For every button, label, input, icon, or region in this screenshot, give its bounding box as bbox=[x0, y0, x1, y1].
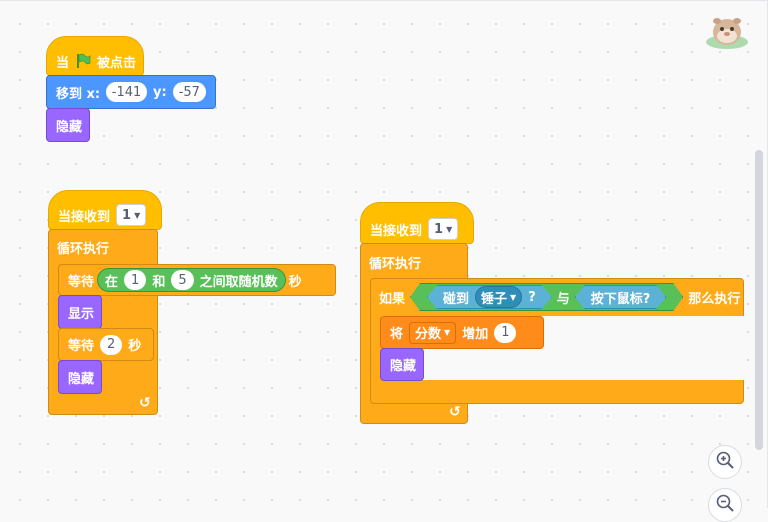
message2-value: 1 bbox=[434, 221, 444, 237]
goto-label: 移到 x: bbox=[56, 86, 101, 102]
random-to-input[interactable]: 5 bbox=[171, 270, 194, 290]
chevron-down-icon: ▼ bbox=[510, 292, 517, 302]
wait-label: 等待 bbox=[68, 274, 95, 290]
if-label: 如果 bbox=[379, 291, 406, 307]
change-variable-block[interactable]: 将 分数▼ 增加 1 bbox=[380, 316, 544, 349]
wait-random-block[interactable]: 等待 在 1 和 5 之间取随机数 秒 bbox=[58, 264, 336, 296]
message-dropdown-2[interactable]: 1▼ bbox=[428, 218, 459, 240]
hide2-label: 隐藏 bbox=[68, 371, 95, 387]
wait2-unit-label: 秒 bbox=[128, 339, 142, 354]
zoom-out-button[interactable] bbox=[708, 488, 742, 522]
change-value-input[interactable]: 1 bbox=[494, 322, 517, 343]
wait-unit-label: 秒 bbox=[288, 274, 302, 290]
green-flag-icon bbox=[75, 53, 91, 69]
y-label: y: bbox=[152, 84, 167, 100]
go-to-xy-block[interactable]: 移到 x: -141 y: -57 bbox=[46, 75, 216, 109]
hide-block-3[interactable]: 隐藏 bbox=[380, 348, 424, 381]
when-receive-hat[interactable]: 当接收到 1▼ bbox=[48, 190, 162, 230]
then-label: 那么执行 bbox=[688, 291, 741, 307]
hat-prefix: 当 bbox=[56, 55, 70, 71]
forever-label: 循环执行 bbox=[57, 241, 110, 257]
random-between-label: 之间取随机数 bbox=[199, 274, 278, 290]
variable-dropdown[interactable]: 分数▼ bbox=[409, 321, 457, 344]
x-input[interactable]: -141 bbox=[106, 82, 147, 102]
receive2-label: 当接收到 bbox=[370, 223, 423, 239]
touching-target-dropdown[interactable]: 锤子▼ bbox=[475, 286, 522, 308]
wait-block[interactable]: 等待 2 秒 bbox=[58, 328, 154, 361]
chevron-down-icon: ▼ bbox=[134, 210, 141, 220]
message-value: 1 bbox=[122, 207, 132, 223]
change-label: 将 bbox=[390, 327, 404, 342]
when-flag-clicked-hat[interactable]: 当 被点击 bbox=[46, 36, 144, 76]
mouse-down-block[interactable]: 按下鼠标? bbox=[575, 285, 667, 309]
and-operator-block[interactable]: 碰到 锤子▼ ? 与 按下鼠标? bbox=[410, 283, 683, 311]
hat-suffix: 被点击 bbox=[97, 55, 137, 71]
zoom-in-icon bbox=[715, 450, 735, 474]
vertical-scrollbar[interactable] bbox=[755, 150, 763, 450]
and-label: 与 bbox=[556, 291, 570, 307]
forever2-label-row: 循环执行 bbox=[360, 247, 430, 277]
zoom-in-button[interactable] bbox=[708, 445, 742, 479]
touching-label: 碰到 bbox=[443, 291, 470, 307]
chevron-down-icon: ▼ bbox=[444, 328, 451, 337]
when-receive-hat-2[interactable]: 当接收到 1▼ bbox=[360, 202, 474, 244]
hide-block[interactable]: 隐藏 bbox=[46, 108, 90, 142]
message-dropdown[interactable]: 1▼ bbox=[116, 204, 147, 226]
touching-q: ? bbox=[528, 289, 536, 305]
sprite-avatar bbox=[704, 12, 750, 50]
hide-label: 隐藏 bbox=[56, 119, 83, 135]
mouse-down-label: 按下鼠标? bbox=[590, 291, 651, 307]
wait2-label: 等待 bbox=[68, 339, 95, 354]
show-block[interactable]: 显示 bbox=[58, 295, 102, 329]
hide-block-2[interactable]: 隐藏 bbox=[58, 360, 102, 394]
forever-label-row: 循环执行 bbox=[48, 232, 118, 262]
random-in-label: 在 bbox=[105, 274, 119, 290]
receive-label: 当接收到 bbox=[58, 209, 111, 225]
pick-random-block[interactable]: 在 1 和 5 之间取随机数 bbox=[97, 268, 286, 292]
if-row: 如果 碰到 锤子▼ ? 与 按下鼠标? 那么执行 bbox=[370, 280, 749, 314]
zoom-out-icon bbox=[715, 493, 735, 517]
hide3-label: 隐藏 bbox=[390, 359, 417, 374]
y-input[interactable]: -57 bbox=[172, 82, 206, 102]
loop-arrow-icon: ↺ bbox=[449, 404, 461, 420]
random-and-label: 和 bbox=[152, 274, 166, 290]
show-label: 显示 bbox=[68, 306, 95, 322]
workspace-top-border bbox=[0, 0, 768, 1]
variable-value: 分数 bbox=[415, 327, 442, 342]
touching-target-value: 锤子 bbox=[481, 291, 508, 307]
loop-arrow-icon: ↺ bbox=[139, 395, 151, 411]
forever2-label: 循环执行 bbox=[369, 256, 422, 272]
random-from-input[interactable]: 1 bbox=[124, 270, 147, 290]
change-by-label: 增加 bbox=[462, 327, 489, 342]
wait-seconds-input[interactable]: 2 bbox=[100, 334, 123, 355]
touching-block[interactable]: 碰到 锤子▼ ? bbox=[427, 285, 552, 309]
chevron-down-icon: ▼ bbox=[446, 224, 453, 234]
